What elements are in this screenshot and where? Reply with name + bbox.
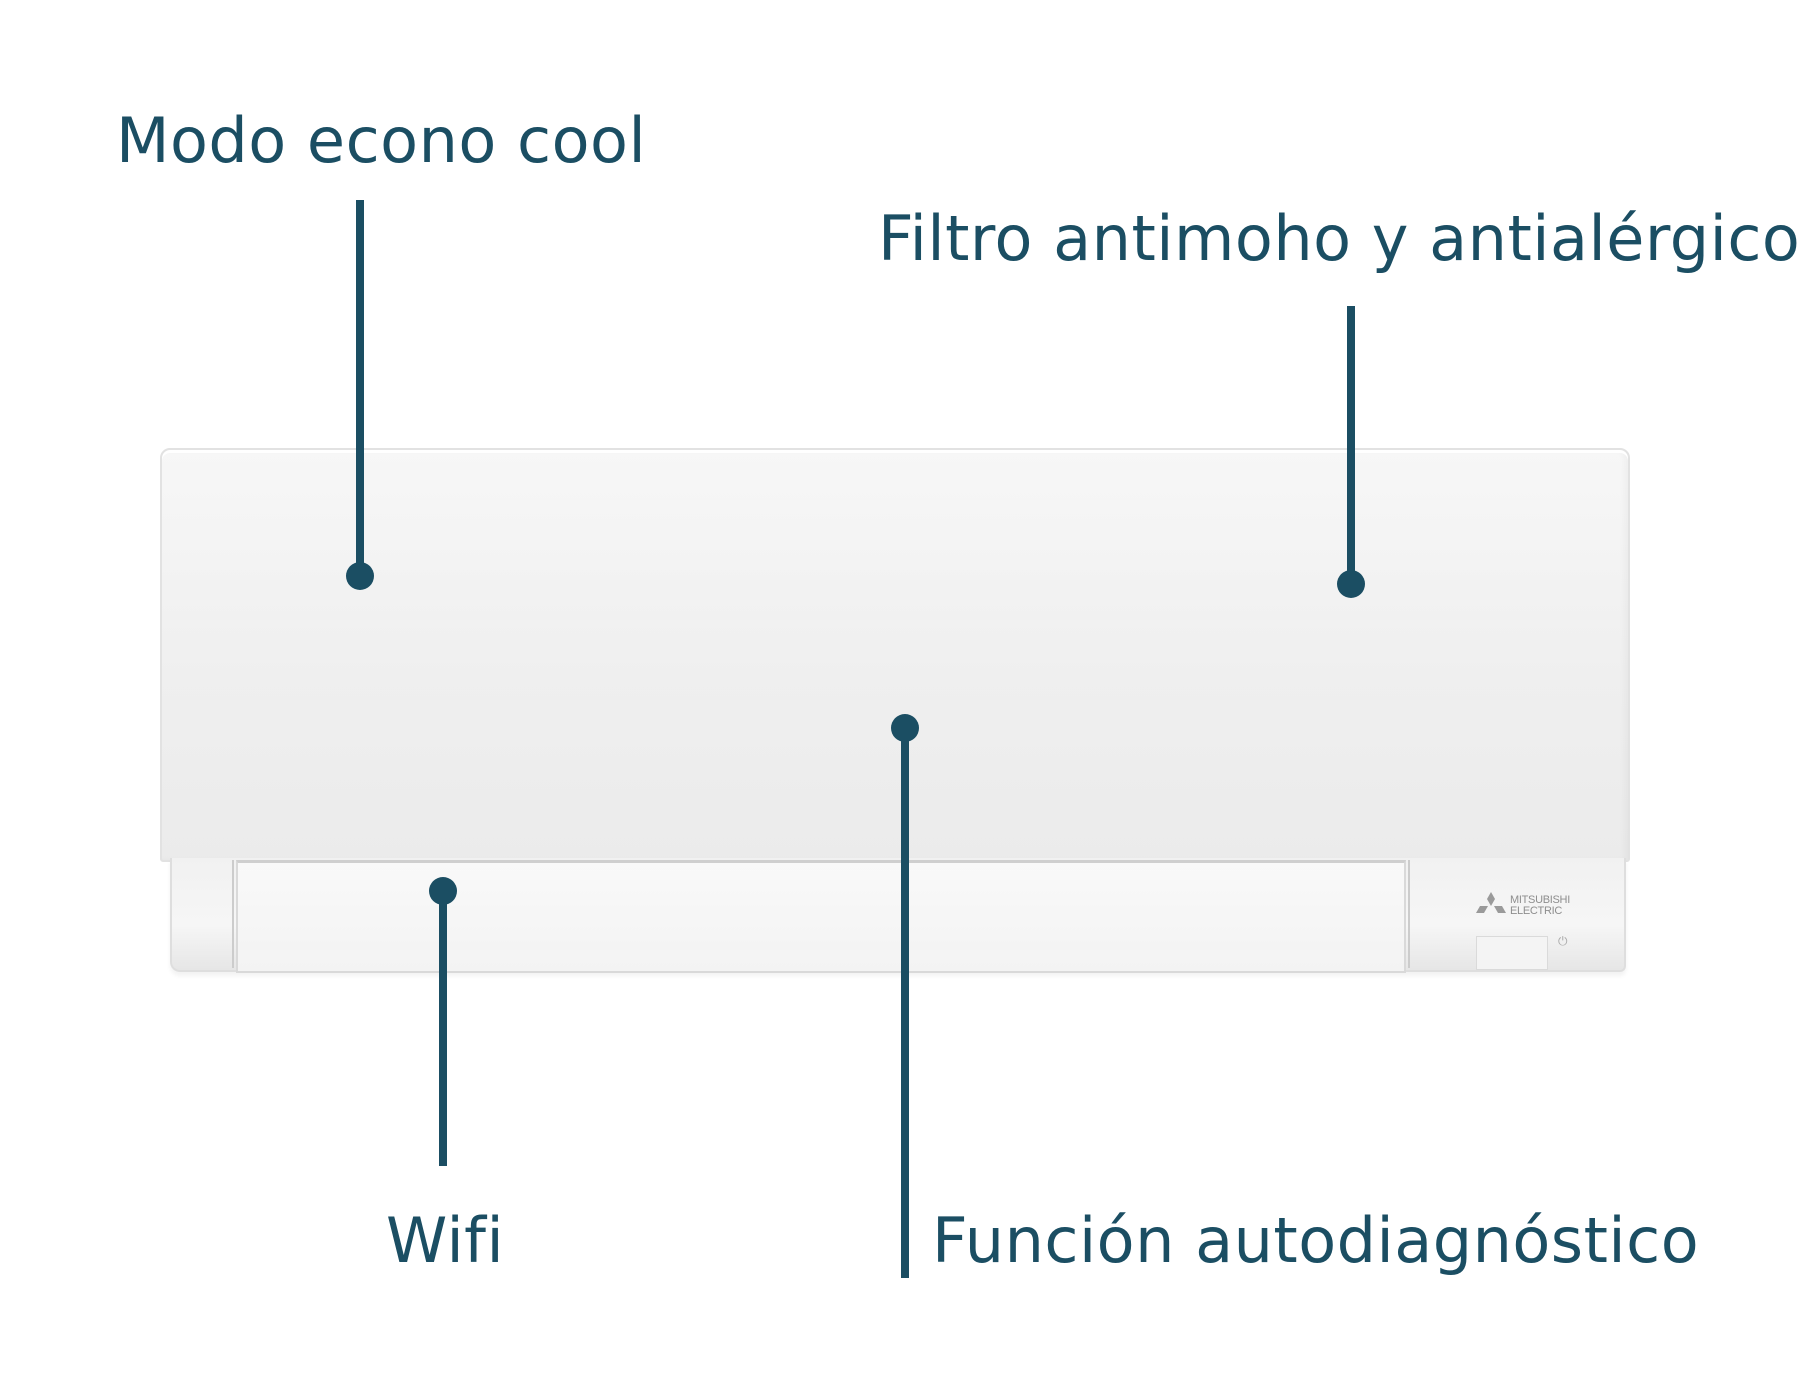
vane-seam-left bbox=[232, 860, 234, 968]
label-econo-cool: Modo econo cool bbox=[116, 104, 647, 177]
brand-name: MITSUBISHI ELECTRIC bbox=[1510, 895, 1570, 917]
marker-filter bbox=[1337, 570, 1365, 598]
leader-line-wifi bbox=[439, 890, 447, 1166]
label-filter: Filtro antimoho y antialérgico bbox=[878, 202, 1800, 275]
leader-line-self-diagnosis bbox=[901, 726, 909, 1278]
vane-seam-right bbox=[1408, 860, 1410, 968]
front-panel bbox=[160, 448, 1630, 862]
three-diamond-logo-icon bbox=[1476, 892, 1506, 913]
brand-line-1: MITSUBISHI bbox=[1510, 894, 1570, 906]
air-conditioner-unit: MITSUBISHI ELECTRIC ⏻ bbox=[160, 448, 1630, 978]
air-vane bbox=[236, 860, 1406, 973]
label-wifi: Wifi bbox=[386, 1204, 505, 1277]
leader-line-filter bbox=[1347, 306, 1355, 584]
marker-econo-cool bbox=[346, 562, 374, 590]
label-self-diagnosis: Función autodiagnóstico bbox=[932, 1204, 1700, 1277]
brand-line-2: ELECTRIC bbox=[1510, 905, 1562, 917]
power-icon: ⏻ bbox=[1558, 934, 1568, 948]
emergency-operation-button[interactable] bbox=[1476, 936, 1548, 970]
leader-line-econo-cool bbox=[356, 200, 364, 574]
